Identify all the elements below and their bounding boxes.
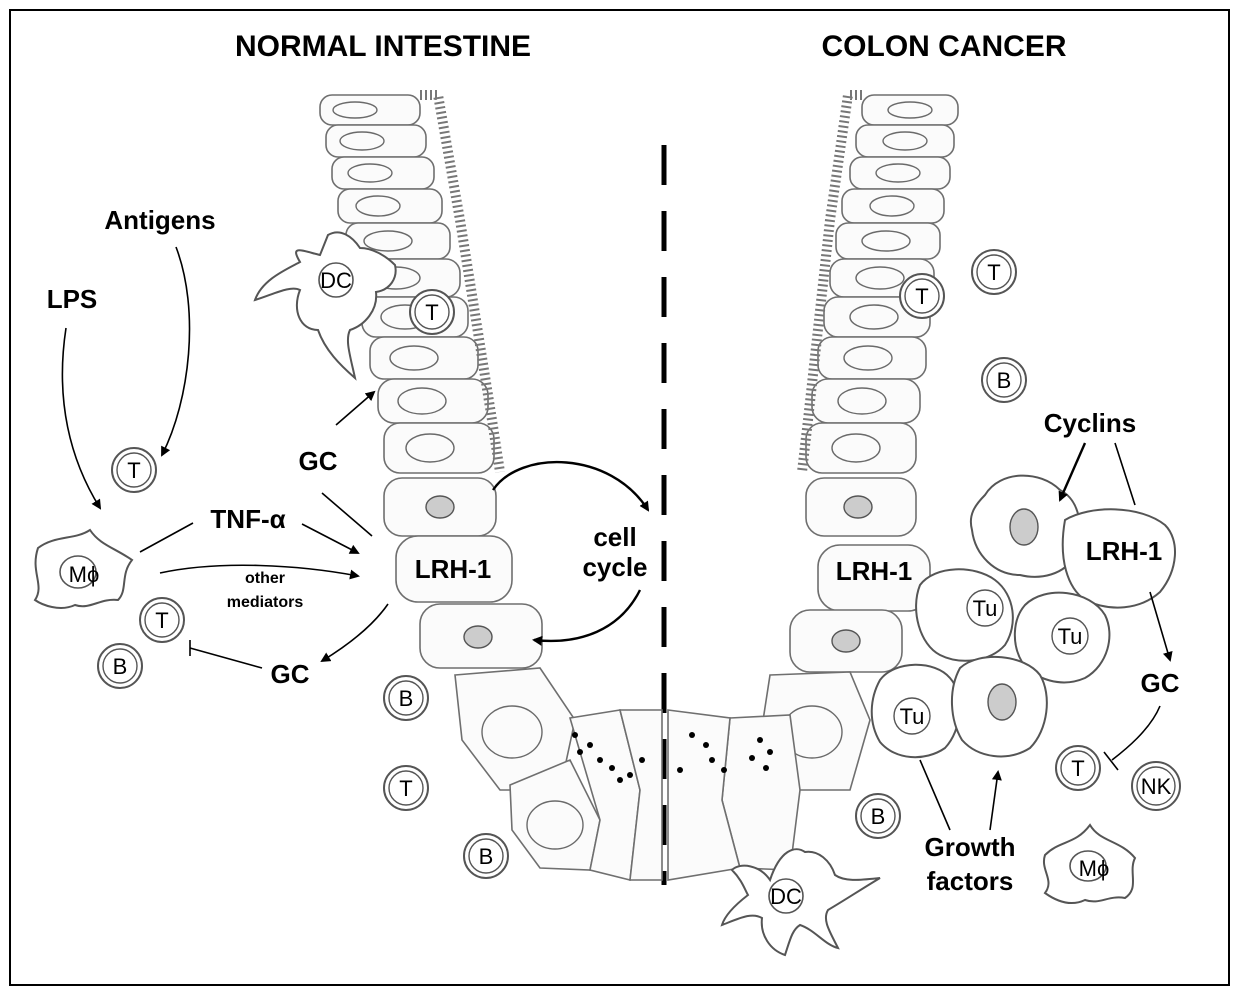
tu-label-1: Tu [973,596,998,621]
label-gc-right: GC [1141,668,1180,698]
b-cell-right-2: B [856,794,900,838]
t-cell-left-2: T [384,766,428,810]
macrophage-label-right: Mϕ [1079,856,1110,881]
label-gc-top: GC [299,446,338,476]
svg-text:T: T [987,260,1000,285]
b-cell-left-1: B [384,676,428,720]
label-antigens: Antigens [104,205,215,235]
svg-text:T: T [915,284,928,309]
label-gc-bottom: GC [271,659,310,689]
label-cell-cycle-line1: cell [593,522,636,552]
svg-text:T: T [127,458,140,483]
svg-text:T: T [155,608,168,633]
title-normal-intestine: NORMAL INTESTINE [235,30,531,63]
label-tnf-alpha: TNF-α [210,504,285,534]
label-lrh1-center: LRH-1 [836,556,913,586]
label-growth-factors-line2: factors [927,866,1014,896]
svg-text:B: B [997,368,1012,393]
t-cell-left-top: T [410,290,454,334]
tu-label-3: Tu [900,704,925,729]
svg-text:B: B [113,654,128,679]
tu-label-2: Tu [1058,624,1083,649]
svg-text:B: B [399,686,414,711]
nk-cell-right: NK [1132,762,1180,810]
label-lrh1-right: LRH-1 [1086,536,1163,566]
label-other-mediators-line2: mediators [227,594,304,611]
label-lps: LPS [47,284,98,314]
label-other-mediators-line1: other [245,570,285,587]
title-colon-cancer: COLON CANCER [822,30,1067,63]
t-cell-right-3: T [1056,746,1100,790]
svg-text:T: T [1071,756,1084,781]
b-cell-left-2: B [464,834,508,878]
label-cyclins: Cyclins [1044,408,1137,438]
dc-label-left: DC [320,268,352,293]
svg-text:B: B [871,804,886,829]
svg-text:NK: NK [1141,774,1172,799]
b-cell-left-far: B [98,644,142,688]
t-cell-left-mid: T [112,448,156,492]
dc-label-right: DC [770,884,802,909]
label-growth-factors-line1: Growth [925,832,1016,862]
t-cell-left-low: T [140,598,184,642]
svg-text:T: T [399,776,412,801]
svg-text:T: T [425,300,438,325]
t-cell-right-1: T [972,250,1016,294]
label-cell-cycle-line2: cycle [582,552,647,582]
label-lrh1-left: LRH-1 [415,554,492,584]
b-cell-right-1: B [982,358,1026,402]
svg-text:B: B [479,844,494,869]
t-cell-right-2: T [900,274,944,318]
macrophage-label-left: Mϕ [69,562,100,587]
